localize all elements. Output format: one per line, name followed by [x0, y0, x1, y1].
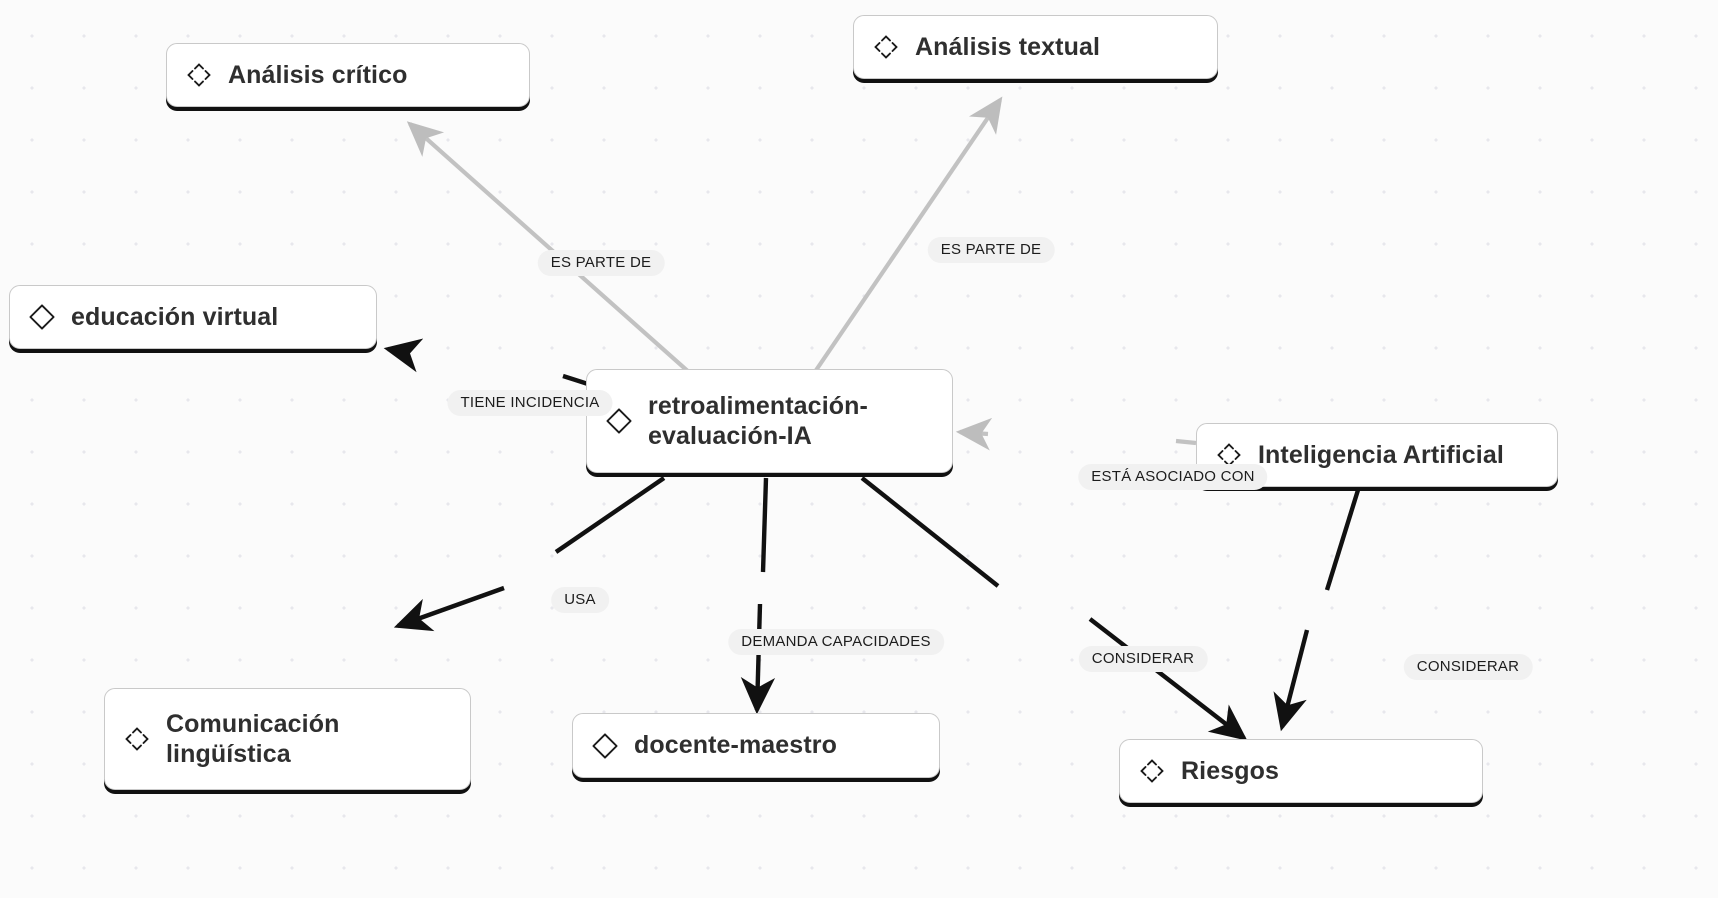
- edge-tiene-incidencia: [383, 338, 589, 387]
- node-label: docente-maestro: [634, 731, 837, 760]
- edge-label-esta-asociado-con[interactable]: ESTÁ ASOCIADO CON: [1078, 464, 1268, 490]
- diamond-icon: [27, 302, 57, 332]
- edge-label-es-parte-de-1[interactable]: ES PARTE DE: [537, 250, 665, 276]
- edge-usa: [393, 476, 666, 632]
- diamond-icon: [590, 731, 620, 761]
- move-diamond-icon: [122, 724, 152, 754]
- edge-considerar-retro-riesgos: [860, 476, 1248, 741]
- node-label: Comunicación lingüística: [166, 709, 340, 769]
- node-analisis-critico[interactable]: Análisis crítico: [166, 43, 530, 107]
- node-comunicacion-linguistica[interactable]: Comunicación lingüística: [104, 688, 471, 790]
- node-docente-maestro[interactable]: docente-maestro: [572, 713, 940, 778]
- node-educacion-virtual[interactable]: educación virtual: [9, 285, 377, 349]
- node-inteligencia-artificial[interactable]: Inteligencia Artificial: [1196, 423, 1558, 487]
- node-label: educación virtual: [71, 302, 279, 331]
- node-label: Riesgos: [1181, 756, 1279, 785]
- node-retroalimentacion-evaluacion-ia[interactable]: retroalimentación- evaluación-IA: [586, 369, 953, 473]
- node-label: Análisis crítico: [228, 60, 408, 89]
- move-diamond-icon: [184, 60, 214, 90]
- edge-label-demanda-capacidades[interactable]: DEMANDA CAPACIDADES: [728, 629, 944, 655]
- move-diamond-icon: [871, 32, 901, 62]
- edge-label-considerar-1[interactable]: CONSIDERAR: [1078, 646, 1208, 672]
- edge-label-es-parte-de-2[interactable]: ES PARTE DE: [927, 237, 1055, 263]
- edge-label-usa[interactable]: USA: [551, 587, 609, 613]
- edge-label-considerar-2[interactable]: CONSIDERAR: [1403, 654, 1533, 680]
- edge-esta-asociado-con: [955, 417, 1197, 451]
- diamond-icon: [604, 406, 634, 436]
- move-diamond-icon: [1137, 756, 1167, 786]
- edge-considerar-ia-riesgos: [1273, 489, 1361, 732]
- edge-label-tiene-incidencia[interactable]: TIENE INCIDENCIA: [447, 390, 613, 416]
- node-label: retroalimentación- evaluación-IA: [648, 391, 868, 451]
- node-riesgos[interactable]: Riesgos: [1119, 739, 1483, 803]
- edge-demanda-capacidades: [740, 477, 776, 715]
- node-label: Análisis textual: [915, 32, 1100, 61]
- node-label: Inteligencia Artificial: [1258, 440, 1504, 469]
- node-analisis-textual[interactable]: Análisis textual: [853, 15, 1218, 79]
